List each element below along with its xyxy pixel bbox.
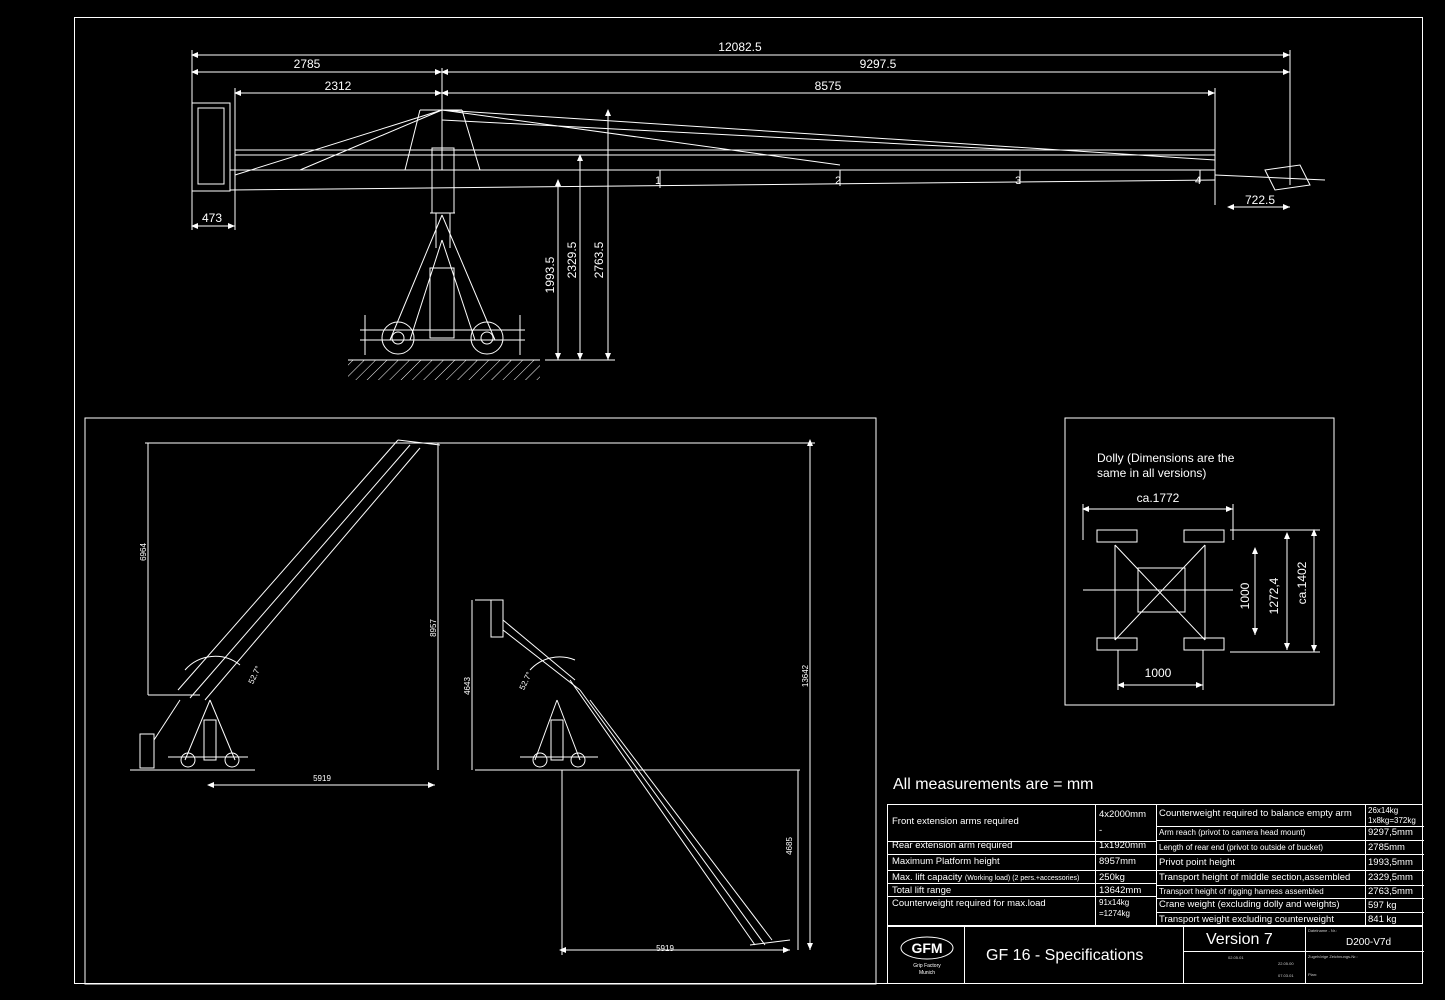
dim-head-mount: 722.5	[1245, 193, 1275, 207]
version-label: Version 7	[1206, 931, 1273, 948]
dim-front: 9297.5	[860, 57, 897, 71]
spec-rigging-transport: Transport height of rigging harness asse…	[1159, 887, 1324, 896]
spec-crane-weight-value: 597 kg	[1368, 900, 1397, 911]
section-label-4: 4	[1195, 175, 1201, 187]
dim-rear: 2785	[294, 57, 321, 71]
dim-rigging-height: 2763.5	[592, 241, 606, 278]
dolly-title-line1: Dolly (Dimensions are the	[1097, 451, 1235, 465]
side-view-crane	[191, 50, 1326, 380]
spec-platform-height: Maximum Platform height	[892, 856, 1000, 867]
dim-height-down: 4685	[785, 837, 794, 855]
range-panel	[84, 417, 877, 985]
spec-transport-weight: Transport weight excluding counterweight	[1159, 914, 1334, 925]
crane-lowered-view	[440, 439, 815, 955]
date-2: 22.05.00	[1278, 961, 1294, 966]
spec-counterweight-empty: Counterweight required to balance empty …	[1159, 808, 1352, 819]
measurement-note: All measurements are = mm	[893, 776, 1094, 793]
spec-front-arms-value2: -	[1099, 825, 1103, 836]
spec-counterweight-max-value2: =1274kg	[1099, 909, 1130, 918]
specs-table: Front extension arms required 4x2000mm -…	[887, 804, 1424, 926]
dolly-drawing	[1082, 504, 1320, 690]
logo-sub1: Grip Factory	[913, 963, 941, 969]
spec-rear-length-value: 2785mm	[1368, 842, 1405, 853]
spec-counterweight-max: Counterweight required for max.load	[892, 898, 1046, 909]
dim-reach-right: 5919	[656, 944, 674, 953]
dolly-title-line2: same in all versions)	[1097, 466, 1206, 480]
spec-crane-weight: Crane weight (excluding dolly and weight…	[1159, 899, 1340, 910]
angle-right: 52.7°	[518, 671, 534, 692]
drawing-title: GF 16 - Specifications	[986, 947, 1144, 964]
spec-arm-reach: Arm reach (privot to camera head mount)	[1159, 828, 1306, 837]
section-label-1: 1	[655, 175, 661, 187]
spec-arm-reach-value: 9297,5mm	[1368, 827, 1413, 838]
spec-counterweight-empty-value2: 1x8kg=372kg	[1368, 816, 1416, 825]
spec-middle-transport-value: 2329,5mm	[1368, 872, 1413, 883]
field-dateiname: Dateiname - Nr.:	[1308, 928, 1338, 933]
section-label-3: 3	[1015, 175, 1021, 187]
dolly-width: ca.1772	[1137, 491, 1180, 505]
date-1: 02.05.01	[1228, 955, 1244, 960]
spec-platform-height-value: 8957mm	[1099, 856, 1136, 867]
dolly-panel	[1064, 417, 1335, 706]
dim-overall: 12082.5	[718, 40, 762, 54]
spec-front-arms: Front extension arms required	[892, 816, 1019, 827]
spec-lift-capacity-value: 250kg	[1099, 872, 1125, 883]
spec-rear-length: Length of rear end (privot to outside of…	[1159, 843, 1324, 852]
dolly-length: ca.1402	[1295, 561, 1309, 604]
spec-middle-transport: Transport height of middle section,assem…	[1159, 872, 1351, 883]
gfm-logo: GFM Grip Factory Munich	[900, 936, 954, 976]
spec-rear-arm-value: 1x1920mm	[1099, 840, 1146, 851]
spec-pivot-height-value: 1993,5mm	[1368, 857, 1413, 868]
spec-rear-arm: Rear extension arm required	[892, 840, 1013, 851]
spec-lift-capacity: Max. lift capacity (Working load) (2 per…	[892, 872, 1079, 883]
dolly-wheelbase: 1000	[1145, 666, 1172, 680]
spec-pivot-height: Privot point height	[1159, 857, 1236, 868]
dim-height-a: 6964	[139, 543, 148, 561]
field-zugehoerige: Zugehörige Zeichnungs-Nr.:	[1308, 954, 1358, 959]
spec-counterweight-empty-value: 26x14kg	[1368, 806, 1399, 815]
spec-lift-capacity-note: (Working load) (2 pers.+accessories)	[964, 875, 1080, 882]
logo-sub2: Munich	[919, 970, 935, 976]
title-block: GFM Grip Factory Munich GF 16 - Specific…	[887, 926, 1424, 984]
dim-middle-height: 2329.5	[565, 241, 579, 278]
spec-lift-range-value: 13642mm	[1099, 885, 1142, 896]
logo-text: GFM	[911, 940, 942, 956]
dim-rear-bucket: 473	[202, 211, 222, 225]
dim-rear-inner: 2312	[325, 79, 352, 93]
spec-rigging-transport-value: 2763,5mm	[1368, 886, 1413, 897]
dim-pivot-height: 1993.5	[543, 256, 557, 293]
angle-left: 52.7°	[247, 665, 263, 686]
section-label-2: 2	[835, 175, 841, 187]
field-plan: Plan:	[1308, 972, 1318, 977]
dim-height-up: 4643	[463, 677, 472, 695]
date-3: 07.03.01	[1278, 973, 1294, 978]
spec-front-arms-value: 4x2000mm	[1099, 809, 1146, 820]
dolly-track-outer: 1272,4	[1267, 577, 1281, 614]
dolly-track: 1000	[1238, 582, 1252, 609]
dim-height-b: 8957	[429, 619, 438, 637]
spec-lift-range: Total lift range	[892, 885, 952, 896]
spec-lift-capacity-label: Max. lift capacity	[892, 872, 963, 883]
dim-front-inner: 8575	[815, 79, 842, 93]
spec-transport-weight-value: 841 kg	[1368, 914, 1397, 925]
doc-number: D200-V7d	[1346, 937, 1392, 948]
crane-raised-view	[130, 439, 441, 788]
dim-total-range: 13642	[801, 664, 810, 687]
spec-counterweight-max-value: 91x14kg	[1099, 898, 1130, 907]
dim-reach-left: 5919	[313, 774, 331, 783]
